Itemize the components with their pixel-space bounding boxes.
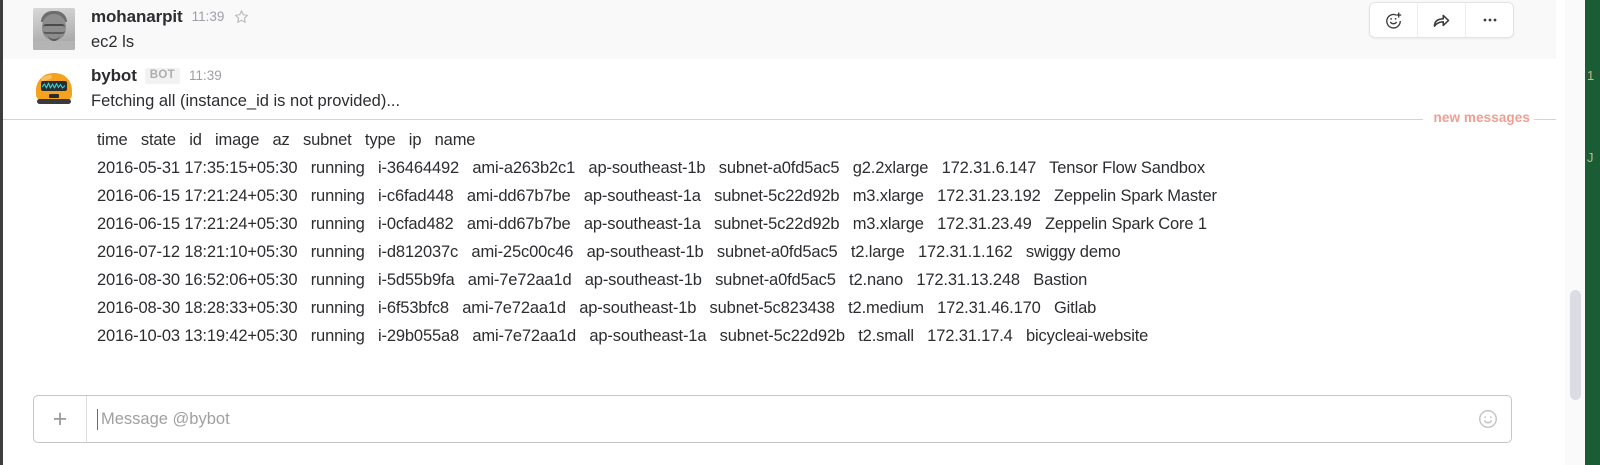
message-hover-actions[interactable] xyxy=(1369,2,1514,38)
message-header: bybot BOT 11:39 xyxy=(91,67,1536,84)
avatar-mohanarpit[interactable] xyxy=(33,8,75,50)
message-author[interactable]: bybot xyxy=(91,66,137,86)
more-options-icon[interactable] xyxy=(1466,3,1513,37)
table-row: 2016-08-30 16:52:06+05:30 running i-5d55… xyxy=(97,270,1088,289)
message-composer[interactable]: + Message @bybot xyxy=(33,395,1512,443)
share-arrow-icon[interactable] xyxy=(1418,3,1466,37)
message-timestamp[interactable]: 11:39 xyxy=(188,68,222,84)
bot-visor xyxy=(41,81,67,92)
bot-base xyxy=(37,99,71,105)
add-attachment-button[interactable]: + xyxy=(34,396,87,442)
message-pane: mohanarpit 11:39 ec2 ls xyxy=(0,0,1556,465)
bot-mouth xyxy=(49,94,59,99)
edge-panel-text-bottom: J xyxy=(1587,150,1594,165)
bot-badge: BOT xyxy=(144,67,180,85)
edge-panel-text-top: 1 xyxy=(1587,68,1595,83)
message-text: Fetching all (instance_id is not provide… xyxy=(91,92,401,111)
new-messages-label: new messages xyxy=(1423,109,1534,125)
message-bybot[interactable]: bybot BOT 11:39 Fetching all (instance_i… xyxy=(3,59,1556,118)
message-mohanarpit[interactable]: mohanarpit 11:39 ec2 ls xyxy=(3,0,1556,60)
ec2-instance-table: time state id image az subnet type ip na… xyxy=(3,119,1556,350)
avatar-smile xyxy=(48,33,60,41)
text-caret xyxy=(97,408,98,430)
message-input-placeholder: Message @bybot xyxy=(101,409,230,428)
emoji-smiley-icon[interactable] xyxy=(1465,396,1511,442)
add-reaction-icon[interactable] xyxy=(1370,3,1418,37)
table-row: 2016-06-15 17:21:24+05:30 running i-0cfa… xyxy=(97,214,1207,233)
table-row: 2016-05-31 17:35:15+05:30 running i-3646… xyxy=(97,158,1205,177)
message-header: mohanarpit 11:39 xyxy=(91,8,1536,25)
message-timestamp[interactable]: 11:39 xyxy=(191,8,225,24)
divider-line xyxy=(3,118,1556,120)
message-text: ec2 ls xyxy=(91,33,135,51)
avatar-bybot[interactable] xyxy=(33,67,75,110)
table-header-row: time state id image az subnet type ip na… xyxy=(97,130,476,149)
table-row: 2016-07-12 18:21:10+05:30 running i-d812… xyxy=(97,242,1121,261)
message-input[interactable]: Message @bybot xyxy=(87,396,1465,442)
table-row: 2016-06-15 17:21:24+05:30 running i-c6fa… xyxy=(97,186,1217,205)
star-icon[interactable] xyxy=(234,9,249,24)
table-row: 2016-10-03 13:19:42+05:30 running i-29b0… xyxy=(97,326,1149,345)
adjacent-app-edge-panel[interactable]: 1 J xyxy=(1585,0,1600,465)
scrollbar-thumb[interactable] xyxy=(1570,290,1581,400)
avatar-shoulders xyxy=(33,41,75,50)
message-author[interactable]: mohanarpit xyxy=(91,7,183,26)
table-row: 2016-08-30 18:28:33+05:30 running i-6f53… xyxy=(97,298,1097,317)
